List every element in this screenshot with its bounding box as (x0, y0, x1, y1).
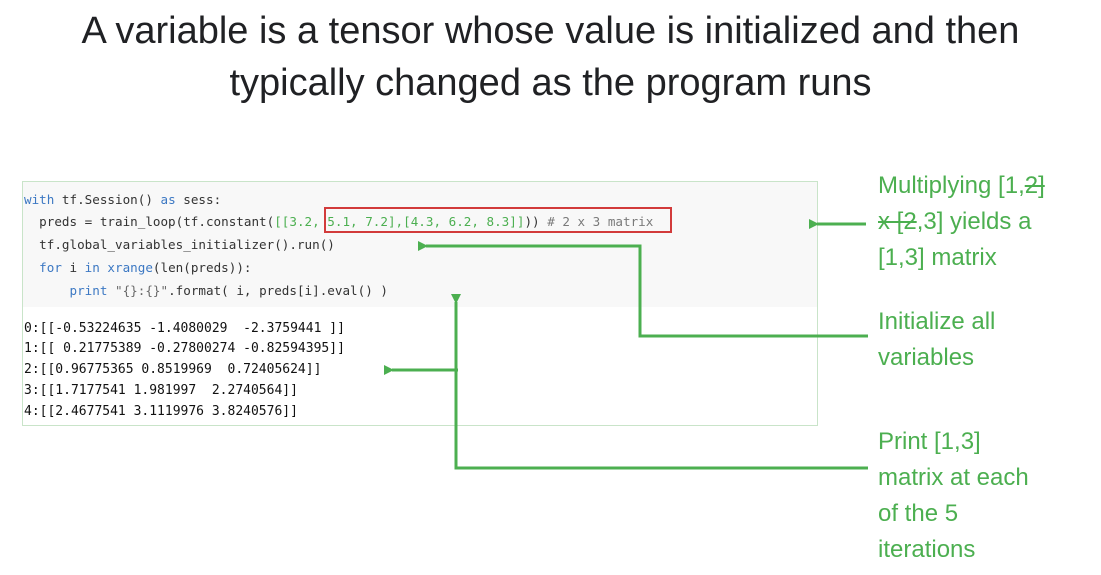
note-init-line-1: Initialize all (878, 308, 996, 335)
keyword-for: for (24, 260, 62, 275)
string-literal: "{}:{}" (107, 283, 169, 298)
slide-title-line-2: typically changed as the program runs (229, 62, 872, 104)
note-print-line-4: iterations (878, 536, 976, 563)
output-line-4: 4:[[2.4677541 3.1119976 3.8240576]] (24, 404, 298, 419)
code-text: (len(preds)): (152, 260, 252, 275)
keyword-with: with (24, 192, 55, 207)
keyword-print: print (24, 283, 108, 298)
code-text: )) (524, 214, 540, 229)
note-text: ,3] yields a (916, 208, 1032, 235)
code-line-1: with tf.Session() as sess: (24, 192, 221, 208)
note-text: Multiplying [1, (878, 172, 1025, 199)
note-print-line-1: Print [1,3] (878, 428, 981, 455)
code-comment: # 2 x 3 matrix (539, 214, 654, 229)
note-strike-text: x [2 (878, 208, 917, 235)
code-line-3: tf.global_variables_initializer().run() (24, 237, 335, 252)
builtin-xrange: xrange (99, 260, 153, 275)
note-multiply-line-2: x [2,3] yields a (878, 204, 1031, 240)
code-text: sess: (175, 192, 222, 207)
arrow-initialize (418, 241, 868, 338)
code-line-2: preds = train_loop(tf.constant([[3.2, 5.… (24, 214, 653, 230)
note-print-line-2: matrix at each (878, 464, 1029, 491)
note-multiply-line-3: [1,3] matrix (878, 244, 997, 271)
output-line-3: 3:[[1.7177541 1.981997 2.2740564]] (24, 383, 298, 398)
output-line-0: 0:[[-0.53224635 -1.4080029 -2.3759441 ]] (24, 321, 345, 336)
code-panel (22, 181, 818, 426)
output-line-2: 2:[[0.96775365 0.8519969 0.72405624]] (24, 362, 322, 377)
arrow-print (451, 294, 868, 470)
output-line-1: 1:[[ 0.21775389 -0.27800274 -0.82594395]… (24, 341, 345, 356)
matrix-highlight-box (324, 207, 672, 233)
matrix-literal: [[3.2, 5.1, 7.2],[4.3, 6.2, 8.3]] (274, 214, 525, 229)
code-text: i (61, 260, 85, 275)
code-text: tf.Session() (54, 192, 161, 207)
slide-title-line-1: A variable is a tensor whose value is in… (81, 10, 1020, 52)
keyword-as: as (160, 192, 176, 207)
code-text: .format( i, preds[i].eval() ) (168, 283, 388, 298)
code-text: preds = train_loop(tf.constant( (24, 214, 275, 229)
note-multiply-line-1: Multiplying [1,2] (878, 168, 1045, 204)
code-line-5: print "{}:{}".format( i, preds[i].eval()… (24, 283, 388, 299)
keyword-in: in (84, 260, 100, 275)
note-init-line-2: variables (878, 344, 975, 371)
code-line-4: for i in xrange(len(preds)): (24, 260, 252, 276)
note-print-line-3: of the 5 (878, 500, 959, 527)
note-strike-text: 2] (1024, 172, 1045, 199)
